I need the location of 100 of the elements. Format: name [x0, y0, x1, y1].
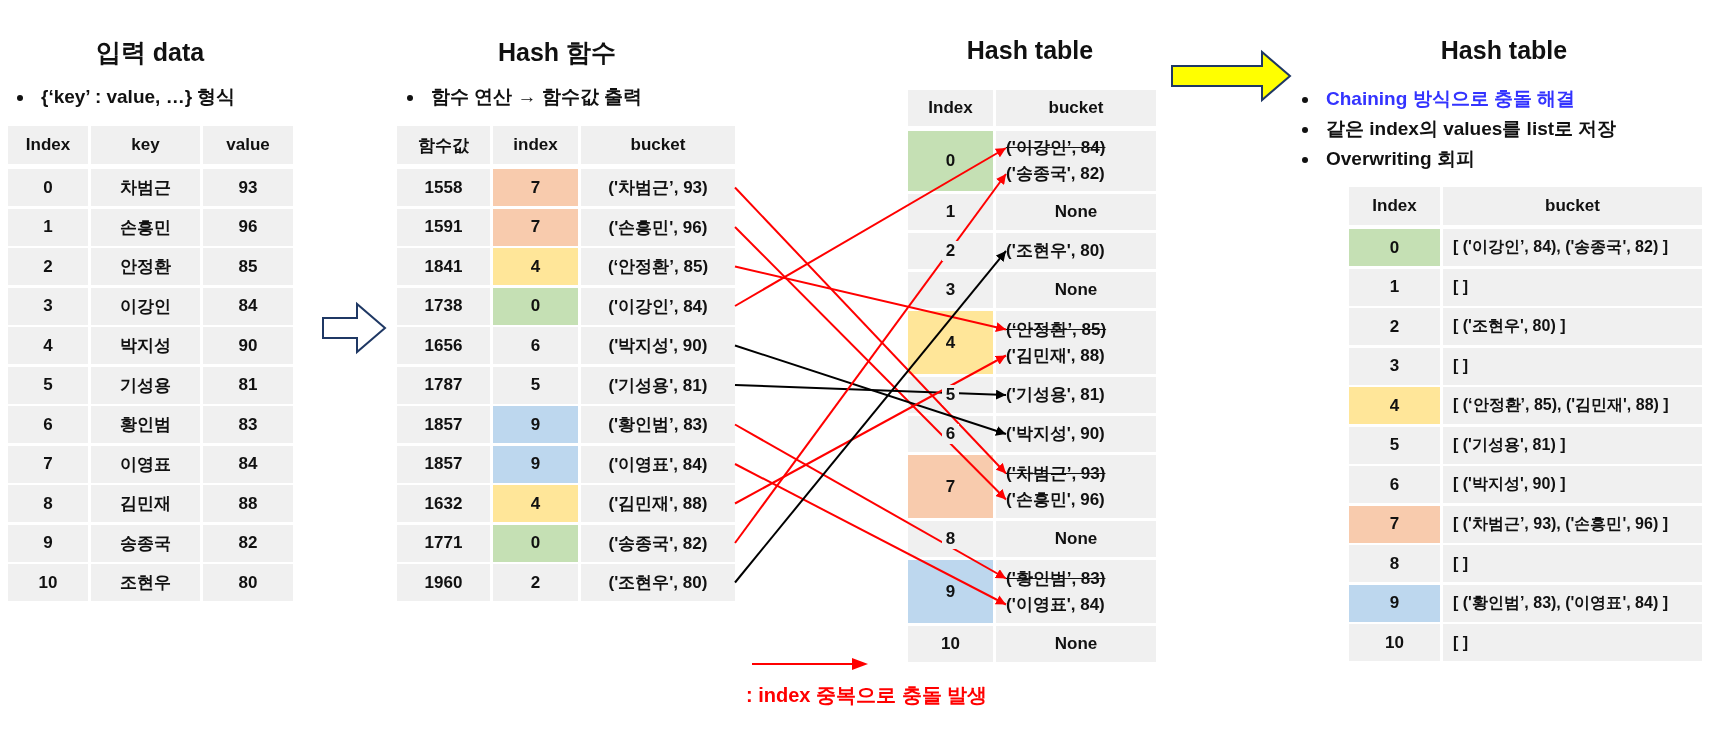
table-cell: [ ('기성용', 81) ] [1443, 426, 1702, 464]
arrow [734, 463, 1007, 606]
table-cell: 4 [1349, 387, 1440, 424]
section-title: 입력 data [95, 37, 205, 68]
tuple-entry: ('손흥민', 96) [1006, 486, 1105, 513]
bucket-cell: ('조현우', 80) [581, 564, 735, 601]
table-cell: None [996, 626, 1156, 662]
table-cell: 9 [493, 406, 578, 443]
bucket-cell: ('손흥민', 96) [581, 208, 735, 246]
table-cell: 1 [1349, 268, 1440, 306]
table-cell: 7 [908, 455, 993, 518]
table-cell: 82 [203, 524, 293, 562]
bucket-cell: ('송종국', 82) [581, 524, 735, 562]
header-cell: value [203, 126, 293, 164]
label: bucket [630, 135, 686, 154]
table-cell: 81 [203, 366, 293, 404]
table-cell: 10 [1349, 624, 1440, 661]
node-label: (‘안정환’, 85) [607, 257, 709, 276]
table-cell: 1 [908, 194, 993, 230]
tuple-entry: ('김민재', 88) [1006, 342, 1105, 369]
table-cell: 이영표 [91, 445, 200, 483]
table-cell: 9 [8, 524, 88, 562]
table-cell: 3 [1349, 347, 1440, 385]
table-cell: 4 [493, 248, 578, 285]
table-cell: 손흥민 [91, 208, 200, 246]
arrow [734, 147, 1007, 307]
tuple-entry: ('송종국', 82) [1006, 161, 1105, 187]
bullet-text: Overwriting 회피 [1326, 147, 1475, 171]
arrow [734, 384, 1007, 400]
table-cell: 1841 [397, 248, 490, 285]
table-cell: 5 [8, 366, 88, 404]
arrow [734, 226, 1007, 501]
table-cell: 90 [203, 327, 293, 364]
table-cell: 96 [203, 208, 293, 246]
table-cell: [ ('이강인’, 84), ('송종국', 82) ] [1443, 229, 1702, 266]
bucket-cell: ('박지성', 90) [581, 327, 735, 364]
header-cell: Index [8, 126, 88, 164]
table-cell: 1771 [397, 524, 490, 562]
table-cell: 7 [493, 208, 578, 246]
table-cell: 5 [493, 366, 578, 404]
table-cell: 8 [1349, 545, 1440, 582]
table-cell: 1 [8, 208, 88, 246]
table-cell: 차범근 [91, 169, 200, 206]
node-label: ('손흥민', 96) [608, 217, 708, 237]
header-cell: Index [1349, 187, 1440, 225]
bucket-cell: ('이영표', 84) [581, 445, 735, 483]
table-cell: 7 [8, 445, 88, 483]
table-cell: [ ('황인범’, 83), ('이영표', 84) ] [1443, 584, 1702, 622]
node-label: ('이영표', 84) [608, 454, 708, 474]
tuple-entry: ('차범근’, 93) [1006, 460, 1106, 487]
table-cell: 6 [908, 416, 993, 452]
table-cell: 2 [493, 564, 578, 601]
section-title: Hash table [1440, 36, 1568, 65]
table-cell: [ ('차범근’, 93), ('손흥민', 96) ] [1443, 505, 1702, 543]
tuple-entry: ('조현우', 80) [1006, 238, 1105, 264]
table-cell: 84 [203, 445, 293, 483]
section-title: Hash 함수 [497, 37, 617, 68]
bullet-text: Chaining 방식으로 충돌 해결 [1326, 87, 1576, 111]
arrow [734, 186, 1007, 475]
table-cell: [ ] [1443, 545, 1702, 582]
table-cell: 0 [493, 287, 578, 325]
tuple-entry: ('박지성', 90) [1006, 421, 1105, 447]
bucket-cell: (‘안정환’, 85) [581, 248, 735, 285]
table-cell: 1558 [397, 169, 490, 206]
table-cell: 5 [1349, 426, 1440, 464]
table-cell: 1632 [397, 485, 490, 522]
table-cell: 조현우 [91, 564, 200, 601]
table-cell: 10 [908, 626, 993, 662]
table-cell: 6 [493, 327, 578, 364]
table-cell: 1738 [397, 287, 490, 325]
table-cell: 85 [203, 248, 293, 285]
tuple-entry: ('황인범’, 83) [1006, 565, 1106, 592]
node-label: ('김민재', 88) [608, 494, 708, 513]
table-cell: [ ] [1443, 347, 1702, 385]
node-label: ('박지성', 90) [608, 336, 708, 355]
header-cell: bucket [581, 126, 735, 164]
table-cell: 80 [203, 564, 293, 601]
table-cell: 7 [493, 169, 578, 206]
table-cell: 2 [908, 233, 993, 269]
table-cell: 4 [8, 327, 88, 364]
legend-text: : index 중복으로 충돌 발생 [746, 683, 988, 708]
header-cell: index [493, 126, 578, 164]
table-cell: 9 [493, 445, 578, 483]
table-cell: None [996, 272, 1156, 308]
table-cell: 3 [908, 272, 993, 308]
bucket-cell: ('김민재', 88) [581, 485, 735, 522]
arrow [734, 344, 1007, 436]
node-label: ('조현우', 80) [608, 573, 708, 592]
arrow [734, 250, 1007, 584]
table-cell: 3 [8, 287, 88, 325]
bullet-text: {‘key’ : value, …} 형식 [41, 85, 236, 109]
bucket-cell: ('이강인’, 84) [581, 287, 735, 325]
block-arrow [1171, 49, 1292, 103]
table-cell: 93 [203, 169, 293, 206]
tuple-entry: ('이강인’, 84) [1006, 135, 1106, 161]
table-cell: 황인범 [91, 406, 200, 443]
table-cell: [ ('조현우', 80) ] [1443, 308, 1702, 345]
table-cell: 박지성 [91, 327, 200, 364]
table-cell: 1857 [397, 445, 490, 483]
table-cell: 7 [1349, 505, 1440, 543]
